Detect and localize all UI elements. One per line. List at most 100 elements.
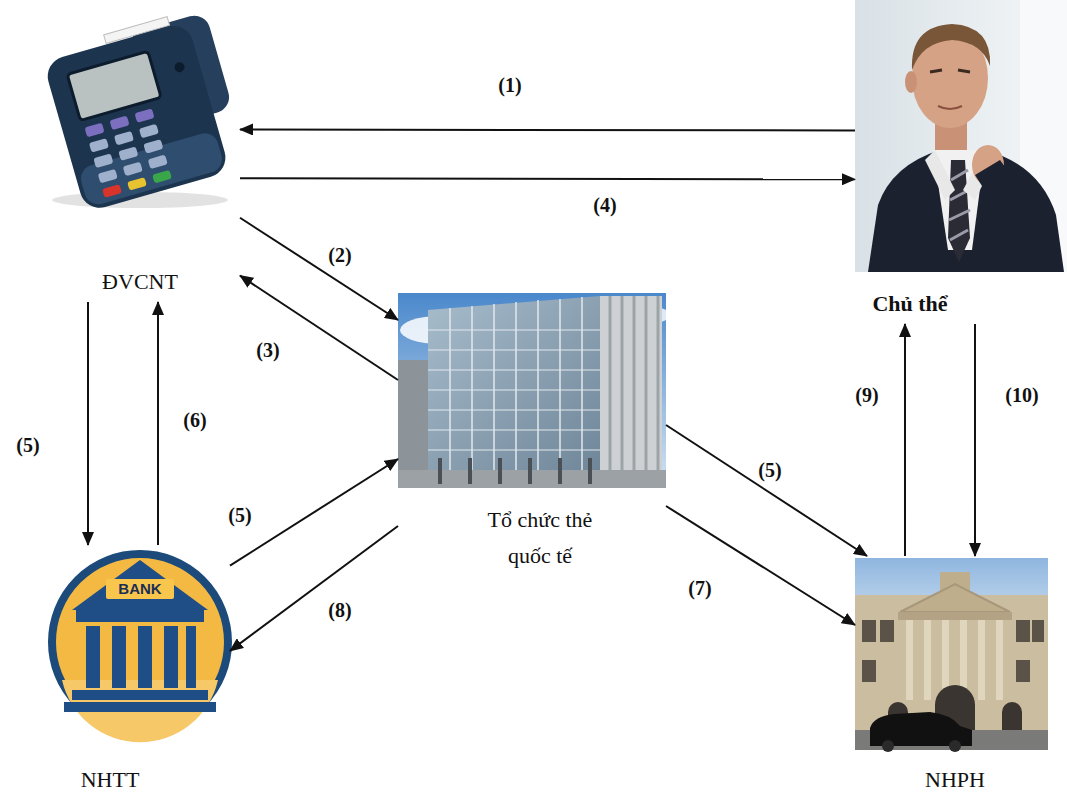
card-organisation-photo-part: [428, 330, 604, 450]
step-number: (6): [181, 409, 208, 431]
bank-icon-part: [76, 610, 204, 622]
cardholder-photo-part: [948, 160, 970, 262]
step-number: (4): [591, 194, 618, 216]
issuing-bank-photo-part: [900, 584, 1010, 612]
pos-terminal-part-part: [43, 21, 230, 212]
issuing-bank-photo-part: [1016, 620, 1030, 642]
issuing-bank-photo: [855, 558, 1048, 752]
cardholder-photo-part: [912, 24, 990, 70]
pos-terminal-part-part: [78, 130, 226, 208]
flow-arrow: [240, 128, 855, 131]
flow-arrow: [230, 459, 398, 566]
card-organisation-photo: [398, 293, 670, 488]
pos-terminal-part-part: [148, 155, 168, 170]
pos-terminal-part-part: [89, 138, 109, 153]
step-number: (9): [853, 384, 880, 406]
step-number: (1): [496, 74, 523, 96]
bank-icon-part: [106, 579, 174, 599]
issuing-bank-photo-part: [978, 620, 985, 700]
node-label: Tổ chức thẻ quốc tế: [465, 502, 615, 574]
flow-arrow: [666, 506, 855, 625]
card-organisation-photo-part: [398, 293, 666, 488]
bank-icon-part: [186, 626, 196, 688]
issuing-bank-photo-part: [1002, 702, 1022, 730]
node-label: NHTT: [50, 762, 170, 796]
pos-terminal-part-part: [123, 162, 143, 177]
bank-icon-part: [138, 626, 152, 688]
step-number: (5): [14, 434, 41, 456]
issuing-bank-photo-part: [924, 620, 931, 700]
cardholder-photo-part: [925, 150, 955, 200]
flow-arrow: [904, 324, 906, 556]
step-number: (5): [226, 504, 253, 526]
issuing-bank-photo-part: [862, 660, 876, 682]
step-number: (7): [686, 577, 713, 599]
pos-terminal-part-part: [135, 108, 155, 123]
bank-icon-part: [64, 702, 216, 712]
pos-terminal-part-part: [173, 61, 185, 73]
flow-arrow: [666, 425, 867, 556]
pos-terminal-part-part: [127, 177, 147, 191]
issuing-bank-photo-part: [862, 620, 876, 642]
cardholder-photo-part: [905, 71, 917, 93]
bank-icon-part: [72, 560, 208, 610]
node-label: NHPH: [885, 762, 1025, 796]
cardholder-node: Chủ thể: [855, 0, 1067, 324]
pos-terminal-part-part: [85, 123, 105, 138]
issuing-bank-photo-part: [906, 620, 913, 700]
pos-terminal-part-part: [152, 170, 172, 184]
card-organisation-photo-part: [600, 296, 662, 472]
flow-arrow: [87, 302, 89, 545]
node-label: Chủ thể: [855, 286, 965, 322]
pos-terminal-part: [40, 6, 249, 212]
card-organisation-photo-part: [398, 360, 428, 470]
bank-icon-part: [86, 626, 100, 688]
pos-terminal-part-part: [114, 131, 134, 146]
pos-terminal-part-part: [93, 153, 113, 168]
pos-terminal-part-part: [143, 139, 163, 154]
card-organisation-photo-part: [450, 297, 582, 470]
card-organisation-photo-part: [610, 296, 658, 472]
cardholder-photo-part: [868, 150, 1064, 272]
node-label: ĐVCNT: [50, 264, 230, 300]
flow-arrow: [157, 302, 159, 545]
pos-terminal-part-part: [139, 124, 159, 139]
bank-icon: [52, 554, 228, 742]
issuing-bank-node: NHPH: [855, 556, 1050, 796]
flow-arrow: [240, 178, 855, 179]
bank-icon-part: [112, 626, 126, 688]
issuing-bank-photo-part: [882, 740, 894, 752]
flow-arrow: [240, 218, 398, 320]
flow-arrow: [974, 324, 976, 556]
issuing-bank-photo-part: [880, 620, 894, 642]
issuing-bank-photo-part: [949, 740, 961, 752]
bank-icon-part: [164, 626, 178, 688]
bank-icon-part: [72, 690, 208, 700]
cardholder-photo: [855, 0, 1067, 272]
merchant-node: ĐVCNT: [40, 28, 240, 302]
bank-icon-part: [52, 554, 228, 730]
cardholder-photo-part: [975, 160, 1040, 230]
issuing-bank-photo-part: [1016, 660, 1030, 682]
card-organisation-node: Tổ chức thẻ quốc tế: [398, 293, 666, 583]
pos-terminal-part-part: [118, 146, 138, 161]
cardholder-photo-part: [938, 106, 962, 109]
card-organisation-photo-part: [440, 458, 590, 484]
issuing-bank-photo-part: [855, 595, 1048, 735]
step-number: (3): [254, 339, 281, 361]
pos-terminal: [40, 6, 249, 212]
issuing-bank-photo-part: [996, 620, 1003, 700]
pos-terminal-part-part: [98, 169, 118, 184]
pos-terminal-part-part: [102, 184, 122, 198]
bank-icon-part: [62, 680, 218, 742]
step-number: (5): [756, 459, 783, 481]
flow-arrow: [240, 276, 398, 380]
step-number: (2): [326, 244, 353, 266]
issuing-bank-photo-part: [898, 612, 1012, 620]
cardholder-photo-part: [930, 70, 970, 72]
issuing-bank-photo-part: [1032, 620, 1044, 642]
pos-terminal-part-part: [110, 116, 130, 131]
flow-arrow: [230, 526, 398, 651]
